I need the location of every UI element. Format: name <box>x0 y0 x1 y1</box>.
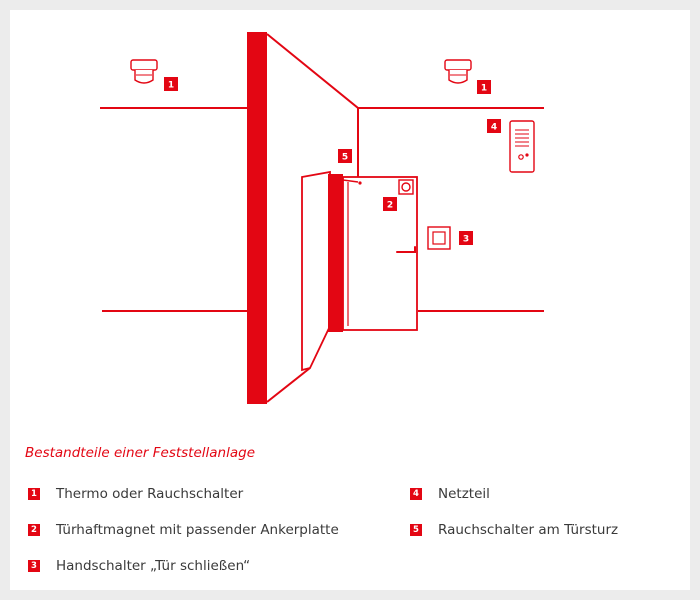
legend-label-4: Netzteil <box>438 486 490 502</box>
svg-text:5: 5 <box>342 153 348 163</box>
wall-perspective-bottom <box>266 367 311 403</box>
diagram-caption: Bestandteile einer Feststellanlage <box>25 445 256 461</box>
callout-badge-2: 2 <box>383 197 397 211</box>
hand-switch-icon <box>427 226 451 250</box>
door-frame <box>342 176 418 331</box>
legend-badge-4: 4 <box>410 488 422 500</box>
svg-text:3: 3 <box>463 235 469 245</box>
legend-label-2: Türhaftmagnet mit passender Ankerplatte <box>56 522 339 538</box>
svg-text:1: 1 <box>481 84 487 94</box>
content-card: 1 1 4 5 2 3 Bestandteile einer Feststell… <box>10 10 690 590</box>
legend-item-2: 2 Türhaftmagnet mit passender Ankerplatt… <box>28 522 339 538</box>
legend-badge-2: 2 <box>28 524 40 536</box>
smoke-detector-left-icon <box>130 59 158 84</box>
central-wall <box>247 32 267 404</box>
svg-text:2: 2 <box>387 201 393 211</box>
power-supply-icon <box>509 120 535 173</box>
callout-badge-5: 5 <box>338 149 352 163</box>
legend-label-5: Rauchschalter am Türsturz <box>438 522 619 538</box>
door-leaf-edge <box>328 174 343 332</box>
legend-item-4: 4 Netzteil <box>410 486 490 502</box>
door-handle <box>396 246 416 253</box>
svg-text:1: 1 <box>168 81 174 91</box>
door-leaf <box>301 170 331 372</box>
legend-label-1: Thermo oder Rauchschalter <box>56 486 244 502</box>
lintel-bracket <box>342 179 359 183</box>
callout-badge-3: 3 <box>459 231 473 245</box>
legend-item-3: 3 Handschalter „Tür schließen“ <box>28 558 250 574</box>
wall-perspective-top <box>266 33 359 178</box>
legend-badge-3: 3 <box>28 560 40 572</box>
smoke-detector-right-icon <box>444 59 472 84</box>
legend-label-3: Handschalter „Tür schließen“ <box>56 558 251 574</box>
fire-door-diagram: 1 1 4 5 2 3 <box>100 32 544 404</box>
legend-item-1: 1 Thermo oder Rauchschalter <box>28 486 243 502</box>
legend-badge-1: 1 <box>28 488 40 500</box>
callout-badge-1-right: 1 <box>477 80 491 94</box>
lintel-sensor-dot <box>358 181 362 185</box>
callout-badge-4: 4 <box>487 119 501 133</box>
legend-item-5: 5 Rauchschalter am Türsturz <box>410 522 618 538</box>
door-magnet-icon <box>398 179 414 195</box>
svg-text:4: 4 <box>491 123 497 133</box>
legend-badge-5: 5 <box>410 524 422 536</box>
callout-badge-1-left: 1 <box>164 77 178 91</box>
